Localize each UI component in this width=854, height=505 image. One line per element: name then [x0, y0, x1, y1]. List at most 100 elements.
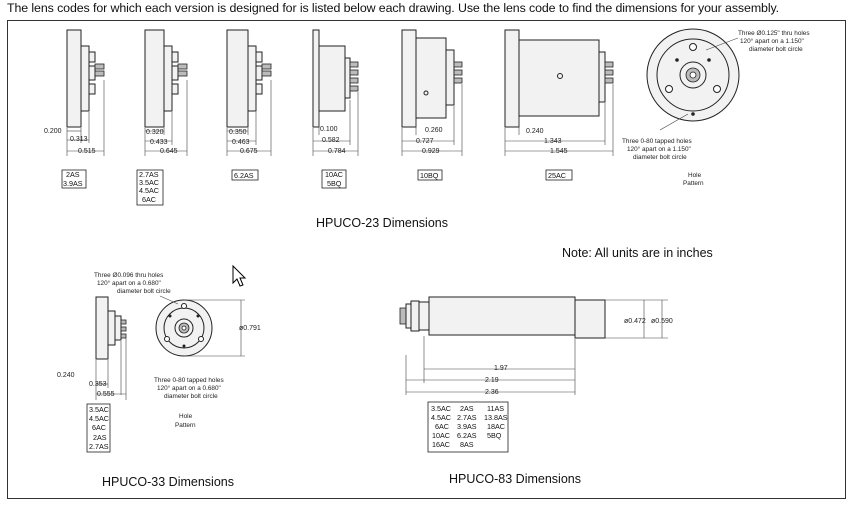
hpuco23-v3-code-1: 6.2AS	[234, 171, 254, 180]
hpuco83-code-r5c2: 8AS	[460, 440, 474, 449]
hpuco33-hole-pattern-drawing	[155, 295, 245, 357]
hpuco23-v5-dim-c: 0.929	[422, 148, 440, 155]
hpuco23-hole-note-bottom-1: Three 0-80 tapped holes	[622, 138, 692, 145]
hpuco33-hole-note-top-3: diameter bolt circle	[117, 288, 171, 295]
hpuco23-hole-note-top-1: Three Ø0.125" thru holes	[738, 30, 810, 37]
hpuco23-v1-code-box	[61, 169, 87, 189]
hpuco83-title: HPUCO-83 Dimensions	[449, 472, 581, 486]
hpuco33-code-2: 4.5AC	[89, 414, 109, 423]
hpuco33-code-5: 2.7AS	[89, 442, 109, 451]
hpuco83-code-r4c3: 5BQ	[487, 431, 502, 440]
units-note: Note: All units are in inches	[562, 246, 713, 260]
hpuco23-v4-code-1: 10AC	[325, 170, 343, 179]
intro-text: The lens codes for which each version is…	[7, 1, 779, 15]
mouse-cursor-icon	[232, 264, 247, 287]
hpuco23-title: HPUCO-23 Dimensions	[316, 216, 448, 230]
hpuco33-dim-c: 0.555	[97, 391, 115, 398]
hpuco23-v5-dim-a: 0.260	[425, 127, 443, 134]
hpuco23-v6-dim-c: 1.545	[550, 148, 568, 155]
hpuco23-v2-code-4: 6AC	[142, 195, 156, 204]
hpuco23-variant-3-drawing	[226, 29, 272, 156]
hpuco23-v5-dim-b: 0.727	[416, 138, 434, 145]
hpuco23-v4-dim-c: 0.784	[328, 148, 346, 155]
hpuco33-hole-pattern-label-2: Pattern	[175, 422, 196, 429]
hpuco23-v2-code-1: 2.7AS	[139, 170, 159, 179]
hpuco23-v2-dim-c: 0.645	[160, 148, 178, 155]
hpuco23-variant-5-drawing	[401, 29, 463, 156]
hpuco83-code-r3c2: 3.9AS	[457, 422, 477, 431]
hpuco23-v4-code-2: 5BQ	[327, 179, 342, 188]
hpuco33-hole-note-bottom-1: Three 0-80 tapped holes	[154, 377, 224, 384]
hpuco23-v5-code-1: 10BQ	[420, 171, 439, 180]
hpuco33-hole-pattern-label-1: Hole	[179, 413, 193, 420]
hpuco23-variant-6-drawing	[504, 29, 614, 156]
hpuco33-diameter: ø0.791	[239, 325, 261, 332]
hpuco23-hole-note-bottom-3: diameter bolt circle	[633, 154, 687, 161]
hpuco33-hole-note-top-2: 120° apart on a 0.680"	[97, 279, 161, 287]
hpuco23-v3-dim-b: 0.463	[232, 139, 250, 146]
hpuco83-code-r1c1: 3.5AC	[431, 404, 451, 413]
hpuco23-v2-code-3: 4.5AC	[139, 186, 159, 195]
hpuco23-v4-dim-a: 0.100	[320, 126, 338, 133]
hpuco23-hole-pattern-label-2: Pattern	[683, 180, 704, 187]
hpuco83-drawing	[399, 296, 668, 395]
hpuco83-dia-inner: ø0.472	[624, 318, 646, 325]
hpuco33-code-3: 6AC	[92, 423, 106, 432]
hpuco83-dia-outer: ø0.590	[651, 318, 673, 325]
hpuco33-dim-b: 0.353	[89, 381, 107, 388]
hpuco83-code-r2c1: 4.5AC	[431, 413, 451, 422]
hpuco83-code-r4c2: 6.2AS	[457, 431, 477, 440]
hpuco33-title: HPUCO-33 Dimensions	[102, 475, 234, 489]
hpuco83-code-r5c1: 16AC	[432, 440, 450, 449]
hpuco83-dim-a: 1.97	[494, 365, 508, 372]
hpuco83-code-r1c2: 2AS	[460, 404, 474, 413]
hpuco83-code-r4c1: 10AC	[432, 431, 450, 440]
hpuco83-dim-c: 2.36	[485, 389, 499, 396]
hpuco23-v1-code-2: 3.9AS	[63, 179, 83, 188]
hpuco23-hole-note-top-3: diameter bolt circle	[749, 46, 803, 53]
hpuco23-v2-code-2: 3.5AC	[139, 178, 159, 187]
hpuco33-dim-a: 0.240	[57, 372, 75, 379]
hpuco23-hole-note-bottom-2: 120° apart on a 1.150"	[627, 145, 691, 153]
hpuco33-code-1: 3.5AC	[89, 405, 109, 414]
hpuco83-code-r3c1: 6AC	[435, 422, 449, 431]
hpuco23-v6-dim-b: 1.343	[544, 138, 562, 145]
hpuco83-code-table: 3.5AC 2AS 11AS 4.5AC 2.7AS 13.8AS 6AC 3.…	[431, 404, 508, 449]
hpuco33-side-view-drawing	[95, 296, 127, 400]
hpuco23-v2-dim-b: 0.433	[150, 139, 168, 146]
hpuco23-variant-4-drawing	[312, 29, 359, 156]
hpuco83-code-r1c3: 11AS	[487, 404, 504, 413]
hpuco33-hole-note-bottom-2: 120° apart on a 0.680"	[157, 384, 221, 392]
hpuco23-v1-dim-c: 0.515	[78, 148, 96, 155]
hpuco23-hole-note-top-2: 120° apart on a 1.150"	[740, 37, 804, 45]
hpuco23-v3-dim-a: 0.350	[229, 129, 247, 136]
hpuco83-code-r2c3: 13.8AS	[484, 413, 508, 422]
hpuco23-v2-dim-a: 0.320	[146, 129, 164, 136]
hpuco23-v3-code-box	[231, 169, 259, 181]
hpuco23-variant-1-drawing	[66, 29, 105, 156]
hpuco23-v6-code-box	[545, 169, 573, 181]
hpuco23-v4-code-box	[321, 169, 347, 189]
hpuco33-hole-note-top-1: Three Ø0.096 thru holes	[94, 272, 163, 279]
hpuco23-v1-code-1: 2AS	[66, 170, 80, 179]
hpuco33-code-4: 2AS	[93, 433, 107, 442]
hpuco23-v3-dim-c: 0.675	[240, 148, 258, 155]
hpuco83-code-box	[427, 401, 509, 453]
hpuco23-v1-dim-a: 0.200	[44, 128, 62, 135]
hpuco33-hole-note-bottom-3: diameter bolt circle	[164, 393, 218, 400]
hpuco83-dim-b: 2.19	[485, 377, 499, 384]
hpuco83-code-r2c2: 2.7AS	[457, 413, 477, 422]
hpuco23-hole-pattern-label-1: Hole	[688, 172, 702, 179]
hpuco23-v6-dim-a: 0.240	[526, 128, 544, 135]
hpuco23-v1-dim-b: 0.313	[70, 136, 88, 143]
hpuco23-v5-code-box	[417, 169, 443, 181]
hpuco83-code-r3c3: 18AC	[487, 422, 505, 431]
hpuco23-v4-dim-b: 0.582	[322, 137, 340, 144]
hpuco23-v6-code-1: 25AC	[548, 171, 566, 180]
hpuco23-hole-pattern-drawing	[646, 28, 740, 131]
drawing-frame	[7, 20, 846, 499]
hpuco23-v2-code-box	[136, 169, 164, 206]
hpuco23-variant-2-drawing	[144, 29, 188, 156]
hpuco33-code-box	[86, 403, 111, 453]
